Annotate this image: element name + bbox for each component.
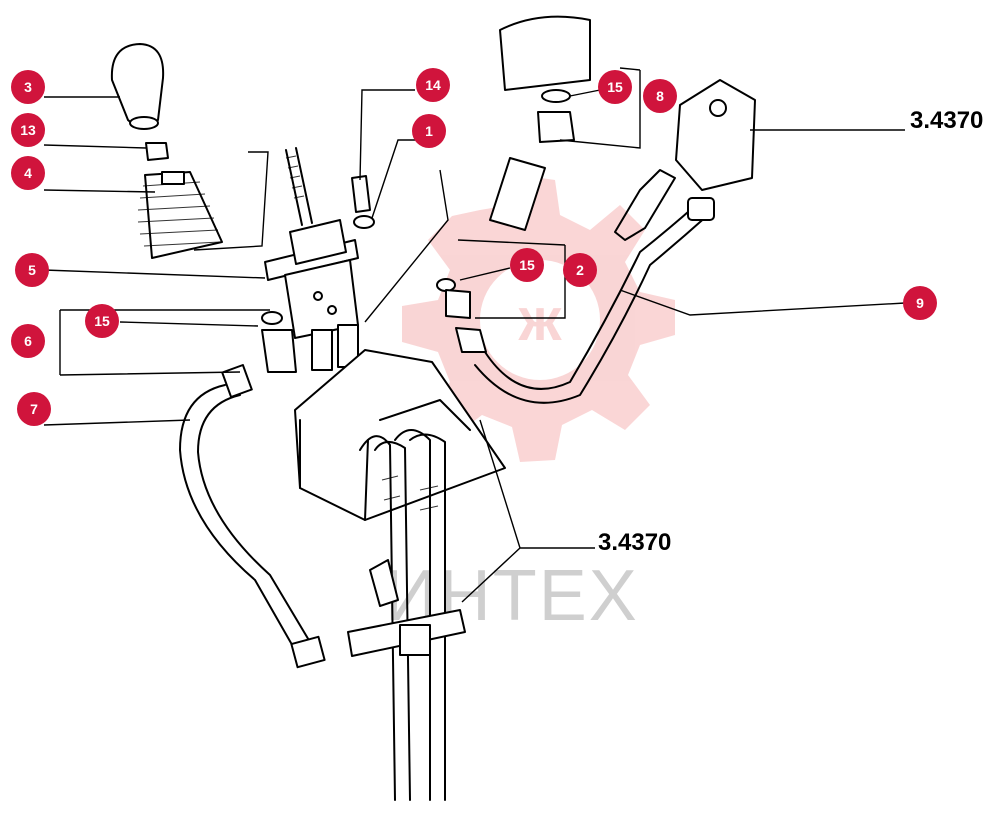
callout-6: 6 bbox=[11, 324, 45, 358]
svg-text:4: 4 bbox=[24, 165, 32, 181]
bolt-part bbox=[351, 175, 371, 213]
callout-2: 2 bbox=[563, 253, 597, 287]
callout-15-middle: 15 bbox=[510, 248, 544, 282]
callout-5: 5 bbox=[15, 253, 49, 287]
callout-15-top: 15 bbox=[598, 70, 632, 104]
reference-label-bottom: 3.4370 bbox=[598, 529, 671, 556]
rigid-pipes-part bbox=[359, 429, 446, 801]
callout-13: 13 bbox=[11, 113, 45, 147]
svg-text:9: 9 bbox=[916, 295, 924, 311]
tee-fitting-part bbox=[347, 559, 466, 657]
upper-fitting-part bbox=[489, 15, 591, 231]
callout-7: 7 bbox=[17, 392, 51, 426]
svg-text:2: 2 bbox=[576, 262, 584, 278]
svg-text:1: 1 bbox=[425, 123, 433, 139]
callout-8: 8 bbox=[643, 79, 677, 113]
rubber-boot-part bbox=[137, 171, 223, 259]
knob-nut-part bbox=[145, 142, 169, 161]
washer-part bbox=[353, 215, 375, 229]
callout-9: 9 bbox=[903, 286, 937, 320]
callout-1: 1 bbox=[412, 114, 446, 148]
svg-text:3: 3 bbox=[24, 79, 32, 95]
filter-valve-part bbox=[614, 79, 756, 241]
callout-4: 4 bbox=[11, 156, 45, 190]
callout-14: 14 bbox=[416, 68, 450, 102]
svg-text:8: 8 bbox=[656, 88, 664, 104]
svg-text:14: 14 bbox=[425, 77, 441, 93]
knob-part bbox=[110, 43, 165, 130]
svg-text:15: 15 bbox=[607, 79, 623, 95]
left-hose-part bbox=[179, 364, 326, 669]
lever-rod-part bbox=[285, 147, 313, 226]
svg-text:5: 5 bbox=[28, 262, 36, 278]
leader-lines bbox=[43, 67, 906, 603]
svg-text:13: 13 bbox=[20, 122, 36, 138]
svg-text:15: 15 bbox=[94, 313, 110, 329]
right-hose-part bbox=[474, 197, 715, 404]
svg-text:6: 6 bbox=[24, 333, 32, 349]
reference-label-top: 3.4370 bbox=[910, 107, 983, 134]
fitting-group-part bbox=[436, 278, 487, 353]
callout-3: 3 bbox=[11, 70, 45, 104]
svg-text:15: 15 bbox=[519, 257, 535, 273]
svg-text:ж: ж bbox=[518, 286, 563, 353]
callout-15-left: 15 bbox=[85, 304, 119, 338]
svg-text:7: 7 bbox=[30, 401, 38, 417]
valve-body-part bbox=[264, 219, 359, 371]
elbow-fitting-part bbox=[261, 311, 297, 373]
